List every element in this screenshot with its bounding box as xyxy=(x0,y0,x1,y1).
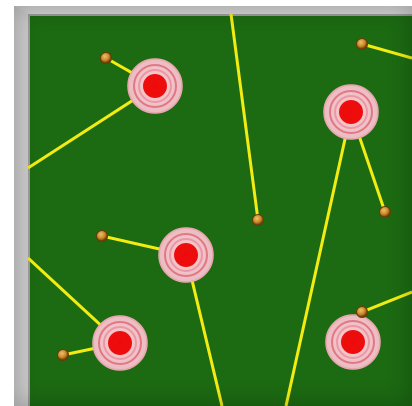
target-1[interactable] xyxy=(127,58,183,114)
line-6 xyxy=(284,111,353,406)
target-3[interactable] xyxy=(158,227,214,283)
target-5[interactable] xyxy=(325,314,381,370)
target-2[interactable] xyxy=(323,84,379,140)
line-3 xyxy=(229,14,260,221)
line-4 xyxy=(361,42,412,60)
line-11 xyxy=(361,290,412,314)
pin-7[interactable] xyxy=(356,306,368,318)
target-layer xyxy=(92,58,381,371)
pin-layer xyxy=(57,38,391,361)
pin-5[interactable] xyxy=(96,230,108,242)
pin-6[interactable] xyxy=(57,349,69,361)
pin-4[interactable] xyxy=(379,206,391,218)
target-4[interactable] xyxy=(92,315,148,371)
pin-1[interactable] xyxy=(100,52,112,64)
pin-3[interactable] xyxy=(252,214,264,226)
pin-2[interactable] xyxy=(356,38,368,50)
game-board-frame xyxy=(14,6,412,406)
